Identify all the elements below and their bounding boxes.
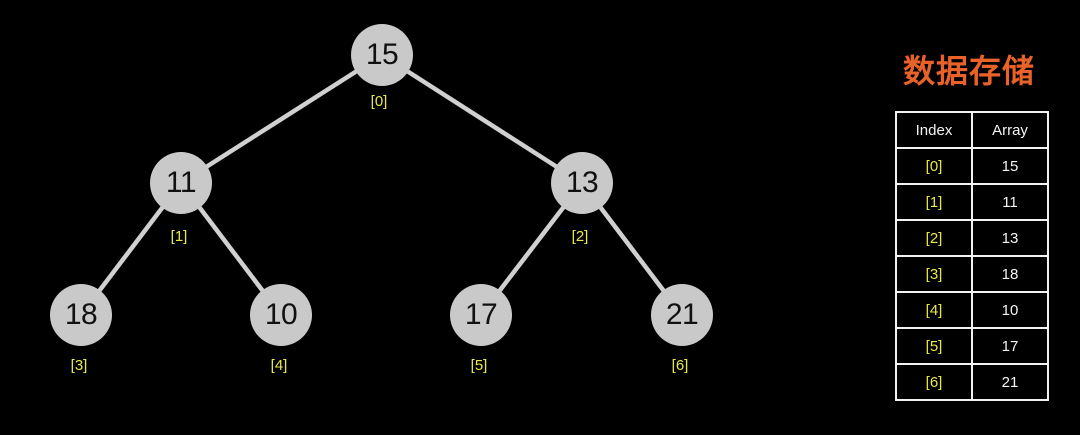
table-row: [0]15 — [895, 147, 1049, 185]
array-value-cell-3: 18 — [971, 255, 1049, 293]
tree-edges — [78, 52, 685, 318]
array-value-cell-1: 11 — [971, 183, 1049, 221]
tree-node-11[interactable]: 11 — [150, 152, 212, 214]
tree-node-index-label-5: [5] — [470, 357, 488, 374]
tree-node-index-label-0: [0] — [370, 93, 388, 110]
tree-node-21[interactable]: 21 — [651, 284, 713, 346]
array-index-cell-1: [1] — [895, 183, 973, 221]
array-value-cell-2: 13 — [971, 219, 1049, 257]
tree-edge-15-11 — [178, 52, 385, 186]
table-row: [1]11 — [895, 183, 1049, 221]
tree-node-17[interactable]: 17 — [450, 284, 512, 346]
tree-node-index-label-3: [3] — [70, 357, 88, 374]
binary-heap-tree-panel: 15 [0] 11 [1] 13 [2] 18 [3] 10 [4] 17 [5] 21 [6] — [50, 24, 713, 374]
array-storage-panel: 数据存储 Index Array [0]15[1]11[2]13[3]18[4]… — [893, 0, 1080, 435]
table-row: [6]21 — [895, 363, 1049, 401]
tree-node-index-label-4: [4] — [270, 357, 288, 374]
array-value-cell-6: 21 — [971, 363, 1049, 401]
table-row: [3]18 — [895, 255, 1049, 293]
array-index-cell-4: [4] — [895, 291, 973, 329]
array-value-cell-5: 17 — [971, 327, 1049, 365]
array-index-cell-5: [5] — [895, 327, 973, 365]
array-index-cell-3: [3] — [895, 255, 973, 293]
array-index-cell-2: [2] — [895, 219, 973, 257]
array-value-cell-0: 15 — [971, 147, 1049, 185]
column-header-index: Index — [895, 111, 973, 149]
array-panel-title: 数据存储 — [902, 52, 1035, 90]
tree-node-index-label-1: [1] — [170, 228, 188, 245]
tree-node-13[interactable]: 13 — [551, 152, 613, 214]
tree-edge-15-13 — [379, 52, 585, 186]
array-value-cell-4: 10 — [971, 291, 1049, 329]
table-row: [2]13 — [895, 219, 1049, 257]
tree-node-15[interactable]: 15 — [351, 24, 413, 86]
tree-node-index-label-6: [6] — [671, 357, 689, 374]
array-index-cell-0: [0] — [895, 147, 973, 185]
table-row: [5]17 — [895, 327, 1049, 365]
tree-node-18[interactable]: 18 — [50, 284, 112, 346]
column-header-array: Array — [971, 111, 1049, 149]
array-index-cell-6: [6] — [895, 363, 973, 401]
tree-node-index-label-2: [2] — [571, 228, 589, 245]
tree-node-10[interactable]: 10 — [250, 284, 312, 346]
table-header-row: Index Array — [895, 111, 1049, 149]
table-row: [4]10 — [895, 291, 1049, 329]
array-storage-table: Index Array [0]15[1]11[2]13[3]18[4]10[5]… — [895, 111, 1049, 401]
